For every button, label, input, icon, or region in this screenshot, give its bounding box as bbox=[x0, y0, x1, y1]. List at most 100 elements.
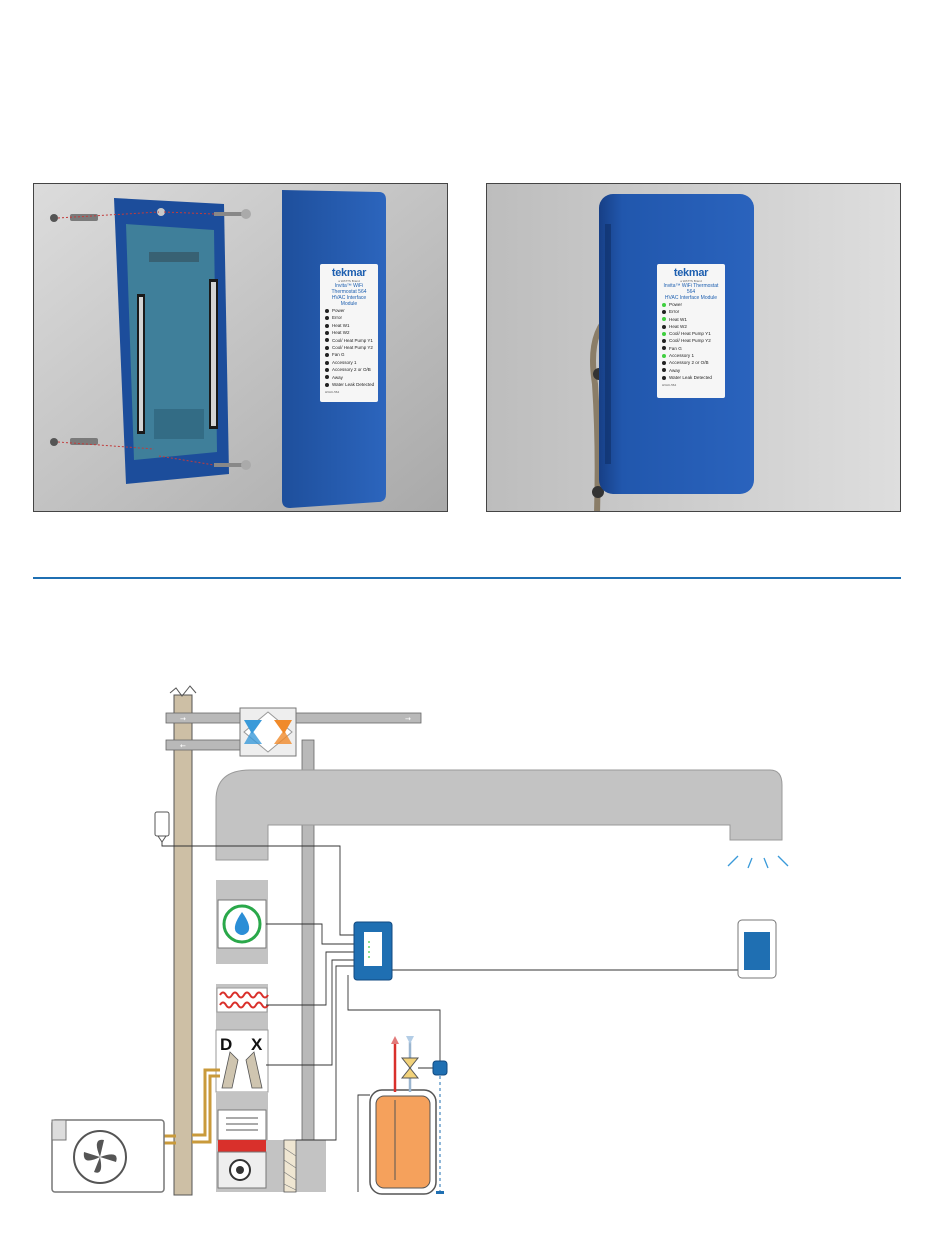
led-label: Cool/ Heat Pump Y1 bbox=[669, 331, 711, 337]
led-label: Cool/ Heat Pump Y1 bbox=[332, 337, 373, 343]
led-indicator-on bbox=[662, 331, 666, 336]
led-row: Heat W1 bbox=[325, 322, 373, 329]
led-indicator bbox=[662, 375, 666, 380]
led-label: Accessory 2 or O/B bbox=[332, 367, 371, 373]
led-indicator bbox=[662, 346, 666, 351]
led-label: Power bbox=[669, 302, 683, 307]
led-indicator bbox=[325, 316, 329, 321]
led-indicator bbox=[325, 375, 329, 380]
led-label: Accessory 1 bbox=[669, 353, 695, 359]
led-label: Accessory 2 or O/B bbox=[669, 360, 709, 366]
outdoor-condenser bbox=[51, 1119, 165, 1193]
module-exploded-illustration bbox=[34, 184, 447, 511]
led-label: Water Leak Detected bbox=[332, 382, 375, 388]
led-row: Water Leak Detected bbox=[325, 381, 375, 388]
water-drop-icon bbox=[234, 912, 250, 935]
exterior-wall bbox=[173, 694, 193, 1196]
led-label: Accessory 1 bbox=[332, 359, 357, 365]
led-row: Away bbox=[662, 367, 720, 374]
led-label: Away bbox=[669, 367, 681, 373]
cable-clip bbox=[592, 486, 604, 498]
led-row: Accessory 2 or O/B bbox=[662, 359, 720, 366]
leak-sensor bbox=[436, 1191, 444, 1194]
mount-screw-top bbox=[214, 209, 251, 219]
led-row: Fan G bbox=[325, 351, 373, 358]
led-indicator bbox=[662, 368, 666, 373]
led-label: Cool/ Heat Pump Y2 bbox=[669, 338, 711, 344]
furnace bbox=[216, 1092, 268, 1192]
air-filter bbox=[283, 1139, 297, 1193]
dx-cooling-coil: D X bbox=[215, 1029, 269, 1093]
led-row: Cool/ Heat Pump Y2 bbox=[662, 337, 720, 344]
brand-name: tekmar bbox=[673, 267, 709, 279]
module-mounted-photo: tekmar a WATTS Brand Invita™ WiFi Thermo… bbox=[486, 183, 901, 512]
svg-text:→: → bbox=[180, 715, 186, 723]
led-label: Water Leak Detected bbox=[669, 374, 712, 380]
led-row: Cool/ Heat Pump Y1 bbox=[325, 337, 373, 344]
led-indicator bbox=[325, 338, 329, 343]
led-label: Error bbox=[669, 309, 680, 315]
brand-byline: a WATTS Brand bbox=[338, 279, 360, 283]
led-indicator bbox=[325, 323, 329, 328]
hvac-system-diagram: → ← → D X bbox=[51, 685, 789, 1196]
led-row: Error bbox=[662, 308, 720, 315]
dx-label-x: X bbox=[251, 1035, 263, 1054]
wall-anchor-bottom bbox=[50, 438, 98, 446]
led-label: Power bbox=[332, 308, 345, 313]
led-row: Error bbox=[325, 314, 373, 321]
water-heater bbox=[369, 1089, 437, 1195]
led-label: Fan G bbox=[332, 352, 345, 358]
led-indicator bbox=[325, 308, 329, 313]
led-indicator bbox=[325, 353, 329, 358]
led-label: Cool/ Heat Pump Y2 bbox=[332, 345, 373, 351]
svg-text:→: → bbox=[405, 715, 411, 723]
wifi-thermostat bbox=[737, 919, 777, 979]
section-divider bbox=[33, 577, 901, 579]
brand-name: tekmar bbox=[331, 267, 367, 279]
led-row: Heat W2 bbox=[325, 329, 373, 336]
outdoor-sensor bbox=[154, 811, 170, 843]
module-exploded-photo: tekmar a WATTS Brand Invita™ WiFi Thermo… bbox=[33, 183, 448, 512]
led-row: Accessory 2 or O/B bbox=[325, 366, 373, 373]
dx-label-d: D bbox=[220, 1035, 232, 1054]
led-label: Heat W2 bbox=[669, 323, 687, 329]
led-row: Heat W2 bbox=[662, 323, 720, 330]
erv-heat-exchanger bbox=[239, 707, 297, 757]
led-indicator bbox=[662, 324, 666, 329]
module-label: tekmar a WATTS Brand Invita™ WiFi Thermo… bbox=[657, 264, 725, 398]
led-indicator bbox=[325, 345, 329, 350]
model-code: HVAC-564 bbox=[325, 390, 340, 395]
product-line-2: HVAC Interface Module bbox=[331, 295, 367, 307]
led-indicator bbox=[325, 360, 329, 365]
model-code: HVAC-564 bbox=[662, 383, 677, 388]
supply-duct bbox=[215, 769, 783, 861]
led-indicator bbox=[325, 382, 329, 387]
led-row: Water Leak Detected bbox=[662, 374, 720, 381]
cable bbox=[590, 311, 614, 511]
diffuser-airflow bbox=[727, 855, 789, 869]
led-label: Heat W2 bbox=[332, 330, 350, 336]
fan-icon bbox=[83, 1139, 117, 1173]
brand-byline: a WATTS Brand bbox=[680, 279, 702, 283]
module-label: tekmar a WATTS Brand Invita™ WiFi Thermo… bbox=[320, 264, 378, 402]
led-label: Away bbox=[332, 374, 343, 380]
led-label: Fan G bbox=[669, 345, 682, 351]
refrigerant-line bbox=[192, 1074, 220, 1144]
wall-break-mark bbox=[169, 685, 197, 697]
control-wiring bbox=[161, 842, 740, 1192]
led-label: Error bbox=[332, 315, 342, 321]
led-indicator bbox=[662, 339, 666, 344]
return-duct bbox=[268, 1140, 326, 1192]
led-indicator-on bbox=[662, 302, 666, 307]
led-row: Fan G bbox=[662, 345, 720, 352]
electric-heating-coil bbox=[216, 987, 269, 1013]
product-line-1: Invita™ WiFi Thermostat 564 bbox=[663, 283, 719, 295]
led-indicator-on bbox=[662, 353, 666, 358]
led-indicator bbox=[325, 330, 329, 335]
led-indicator bbox=[662, 309, 666, 314]
humidifier bbox=[217, 899, 267, 949]
led-indicator bbox=[325, 367, 329, 372]
water-shutoff-valve bbox=[400, 1057, 434, 1079]
led-row: Power bbox=[662, 301, 720, 308]
led-row: Accessory 1 bbox=[662, 352, 720, 359]
